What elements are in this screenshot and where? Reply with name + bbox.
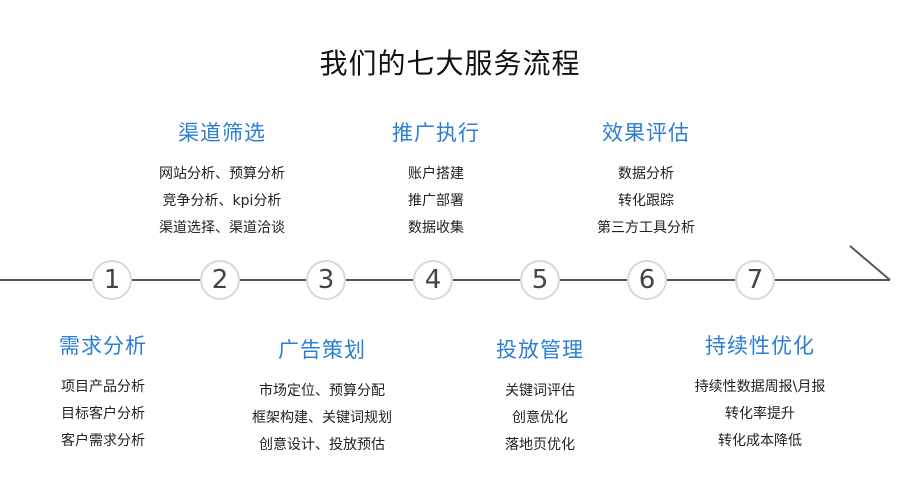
- step-number: 6: [638, 265, 656, 295]
- step-item: 网站分析、预算分析: [159, 166, 285, 182]
- step-number: 3: [317, 265, 335, 295]
- step-node-3: 3: [306, 260, 346, 300]
- diagram-title: 我们的七大服务流程: [319, 47, 581, 80]
- step-node-7: 7: [735, 260, 775, 300]
- step-item: 数据分析: [618, 166, 674, 182]
- step-item: 持续性数据周报\月报: [694, 379, 826, 395]
- step-item: 渠道选择、渠道洽谈: [159, 220, 285, 236]
- timeline-arrow-head: [849, 245, 891, 281]
- step-6-block: 效果评估 数据分析 转化跟踪 第三方工具分析: [556, 117, 736, 242]
- step-item: 关键词评估: [505, 383, 575, 399]
- step-item: 创意优化: [512, 410, 568, 426]
- step-node-4: 4: [413, 260, 453, 300]
- step-1-block: 需求分析 项目产品分析 目标客户分析 客户需求分析: [13, 330, 193, 455]
- step-5-block: 投放管理 关键词评估 创意优化 落地页优化: [450, 334, 630, 459]
- step-heading: 需求分析: [59, 334, 147, 358]
- step-number: 2: [211, 265, 229, 295]
- step-7-block: 持续性优化 持续性数据周报\月报 转化率提升 转化成本降低: [670, 330, 850, 455]
- step-node-1: 1: [92, 260, 132, 300]
- step-4-block: 推广执行 账户搭建 推广部署 数据收集: [346, 117, 526, 242]
- step-item: 数据收集: [408, 220, 464, 236]
- step-3-block: 广告策划 市场定位、预算分配 框架构建、关键词规划 创意设计、投放预估: [232, 334, 412, 459]
- step-item: 转化成本降低: [718, 433, 802, 449]
- step-item: 账户搭建: [408, 166, 464, 182]
- step-item: 转化率提升: [725, 406, 795, 422]
- step-number: 4: [424, 265, 442, 295]
- step-item: 市场定位、预算分配: [259, 383, 385, 399]
- step-heading: 广告策划: [278, 338, 366, 362]
- step-item: 框架构建、关键词规划: [252, 410, 392, 426]
- step-number: 5: [531, 265, 549, 295]
- step-heading: 投放管理: [496, 338, 584, 362]
- step-item: 目标客户分析: [61, 406, 145, 422]
- step-node-6: 6: [627, 260, 667, 300]
- step-item: 转化跟踪: [618, 193, 674, 209]
- step-number: 7: [746, 265, 764, 295]
- step-2-block: 渠道筛选 网站分析、预算分析 竞争分析、kpi分析 渠道选择、渠道洽谈: [132, 117, 312, 242]
- step-heading: 持续性优化: [705, 334, 815, 358]
- step-number: 1: [103, 265, 121, 295]
- step-node-5: 5: [520, 260, 560, 300]
- step-item: 竞争分析、kpi分析: [162, 193, 282, 209]
- step-item: 客户需求分析: [61, 433, 145, 449]
- step-item: 推广部署: [408, 193, 464, 209]
- step-item: 落地页优化: [505, 437, 575, 453]
- step-heading: 推广执行: [392, 121, 480, 145]
- step-heading: 渠道筛选: [178, 121, 266, 145]
- step-heading: 效果评估: [602, 121, 690, 145]
- step-item: 第三方工具分析: [597, 220, 695, 236]
- step-node-2: 2: [200, 260, 240, 300]
- step-item: 创意设计、投放预估: [259, 437, 385, 453]
- step-item: 项目产品分析: [61, 379, 145, 395]
